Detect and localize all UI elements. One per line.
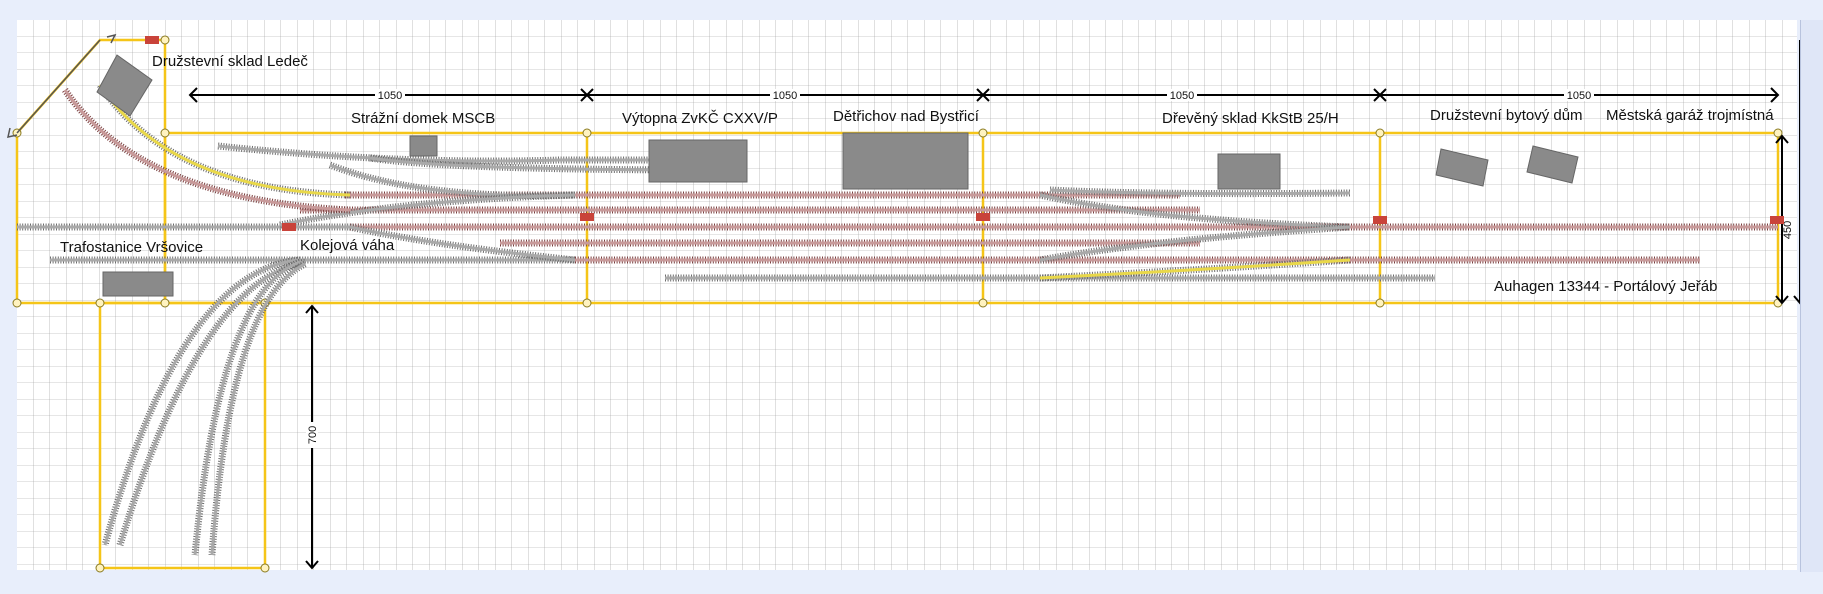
vertical-scrollbar[interactable] (1800, 20, 1823, 572)
board-corner-handle[interactable] (978, 298, 988, 308)
label-trafostanice: Trafostanice Vršovice (60, 239, 203, 256)
signal-icon (1770, 216, 1784, 224)
label-dreveny-sklad: Dřevěný sklad KkStB 25/H (1162, 110, 1339, 127)
building-detrichov[interactable] (842, 132, 969, 190)
building-garaz[interactable] (1526, 145, 1579, 184)
grid (17, 20, 1797, 570)
label-sklad-ledec: Družstevní sklad Ledeč (152, 53, 308, 70)
label-kolejova-vaha: Kolejová váha (300, 237, 395, 254)
board-corner-handle[interactable] (160, 298, 170, 308)
label-bytovy-dum: Družstevní bytový dům (1430, 107, 1583, 124)
dimension-label: 1050 (773, 90, 797, 102)
track-rail (1039, 193, 1351, 229)
track-rail (103, 258, 301, 546)
label-strazni-domek: Strážní domek MSCB (351, 110, 495, 127)
signal-icons (145, 36, 1784, 231)
building-strazni-domek[interactable] (409, 135, 438, 157)
board-corner-handle[interactable] (12, 298, 22, 308)
dimension-label: 1050 (1170, 90, 1194, 102)
dimension-labels: 1050 1050 1050 1050 700 450 700 (306, 89, 1811, 448)
track-rail (193, 260, 301, 556)
label-jerab: Auhagen 13344 - Portálový Jeřáb (1494, 278, 1717, 295)
building-vytopna[interactable] (648, 139, 748, 183)
track-rail (98, 84, 351, 197)
board-corner-handle[interactable] (1375, 128, 1385, 138)
object-labels: Družstevní sklad Ledeč Strážní domek MSC… (60, 53, 1774, 295)
building-trafostanice[interactable] (102, 271, 174, 297)
tracks[interactable] (17, 83, 1778, 556)
board-corner-handle[interactable] (160, 128, 170, 138)
label-vytopna: Výtopna ZvKČ CXXV/P (622, 110, 778, 127)
board-corner-handle[interactable] (95, 298, 105, 308)
dimension-label: 1050 (378, 90, 402, 102)
board-corner-handle[interactable] (1375, 298, 1385, 308)
board-corner-handle[interactable] (582, 298, 592, 308)
board-corner-handle[interactable] (978, 128, 988, 138)
board-corner-handle[interactable] (260, 563, 270, 573)
building-bytovy-dum[interactable] (1435, 148, 1489, 187)
track-rail (1049, 188, 1351, 196)
track-rail (1039, 225, 1351, 262)
board-corner-handle[interactable] (95, 563, 105, 573)
board-corner-handle[interactable] (160, 35, 170, 45)
signal-icon (976, 213, 990, 221)
dimension-label: 1050 (1567, 90, 1591, 102)
signal-icon (145, 36, 159, 44)
board-corner-handle[interactable] (1773, 128, 1783, 138)
track-rail (210, 262, 306, 556)
buildings[interactable] (96, 54, 1579, 297)
track-rail (279, 193, 576, 227)
label-detrichov: Dětřichov nad Bystřicí (833, 108, 980, 125)
track-rail (349, 225, 576, 262)
track-rail (217, 144, 715, 163)
track-rail (1039, 258, 1351, 280)
board-corner-handle[interactable] (582, 128, 592, 138)
dimension-label: 450 (1782, 221, 1794, 239)
building-dreveny-sklad[interactable] (1217, 153, 1281, 190)
signal-icon (580, 213, 594, 221)
track-rail (63, 89, 351, 212)
dimension-label: 700 (307, 426, 319, 444)
label-garaz: Městská garáž trojmístná (1606, 107, 1774, 124)
signal-icon (1373, 216, 1387, 224)
signal-icon (282, 223, 296, 231)
building-sklad-ledec[interactable] (96, 54, 153, 117)
